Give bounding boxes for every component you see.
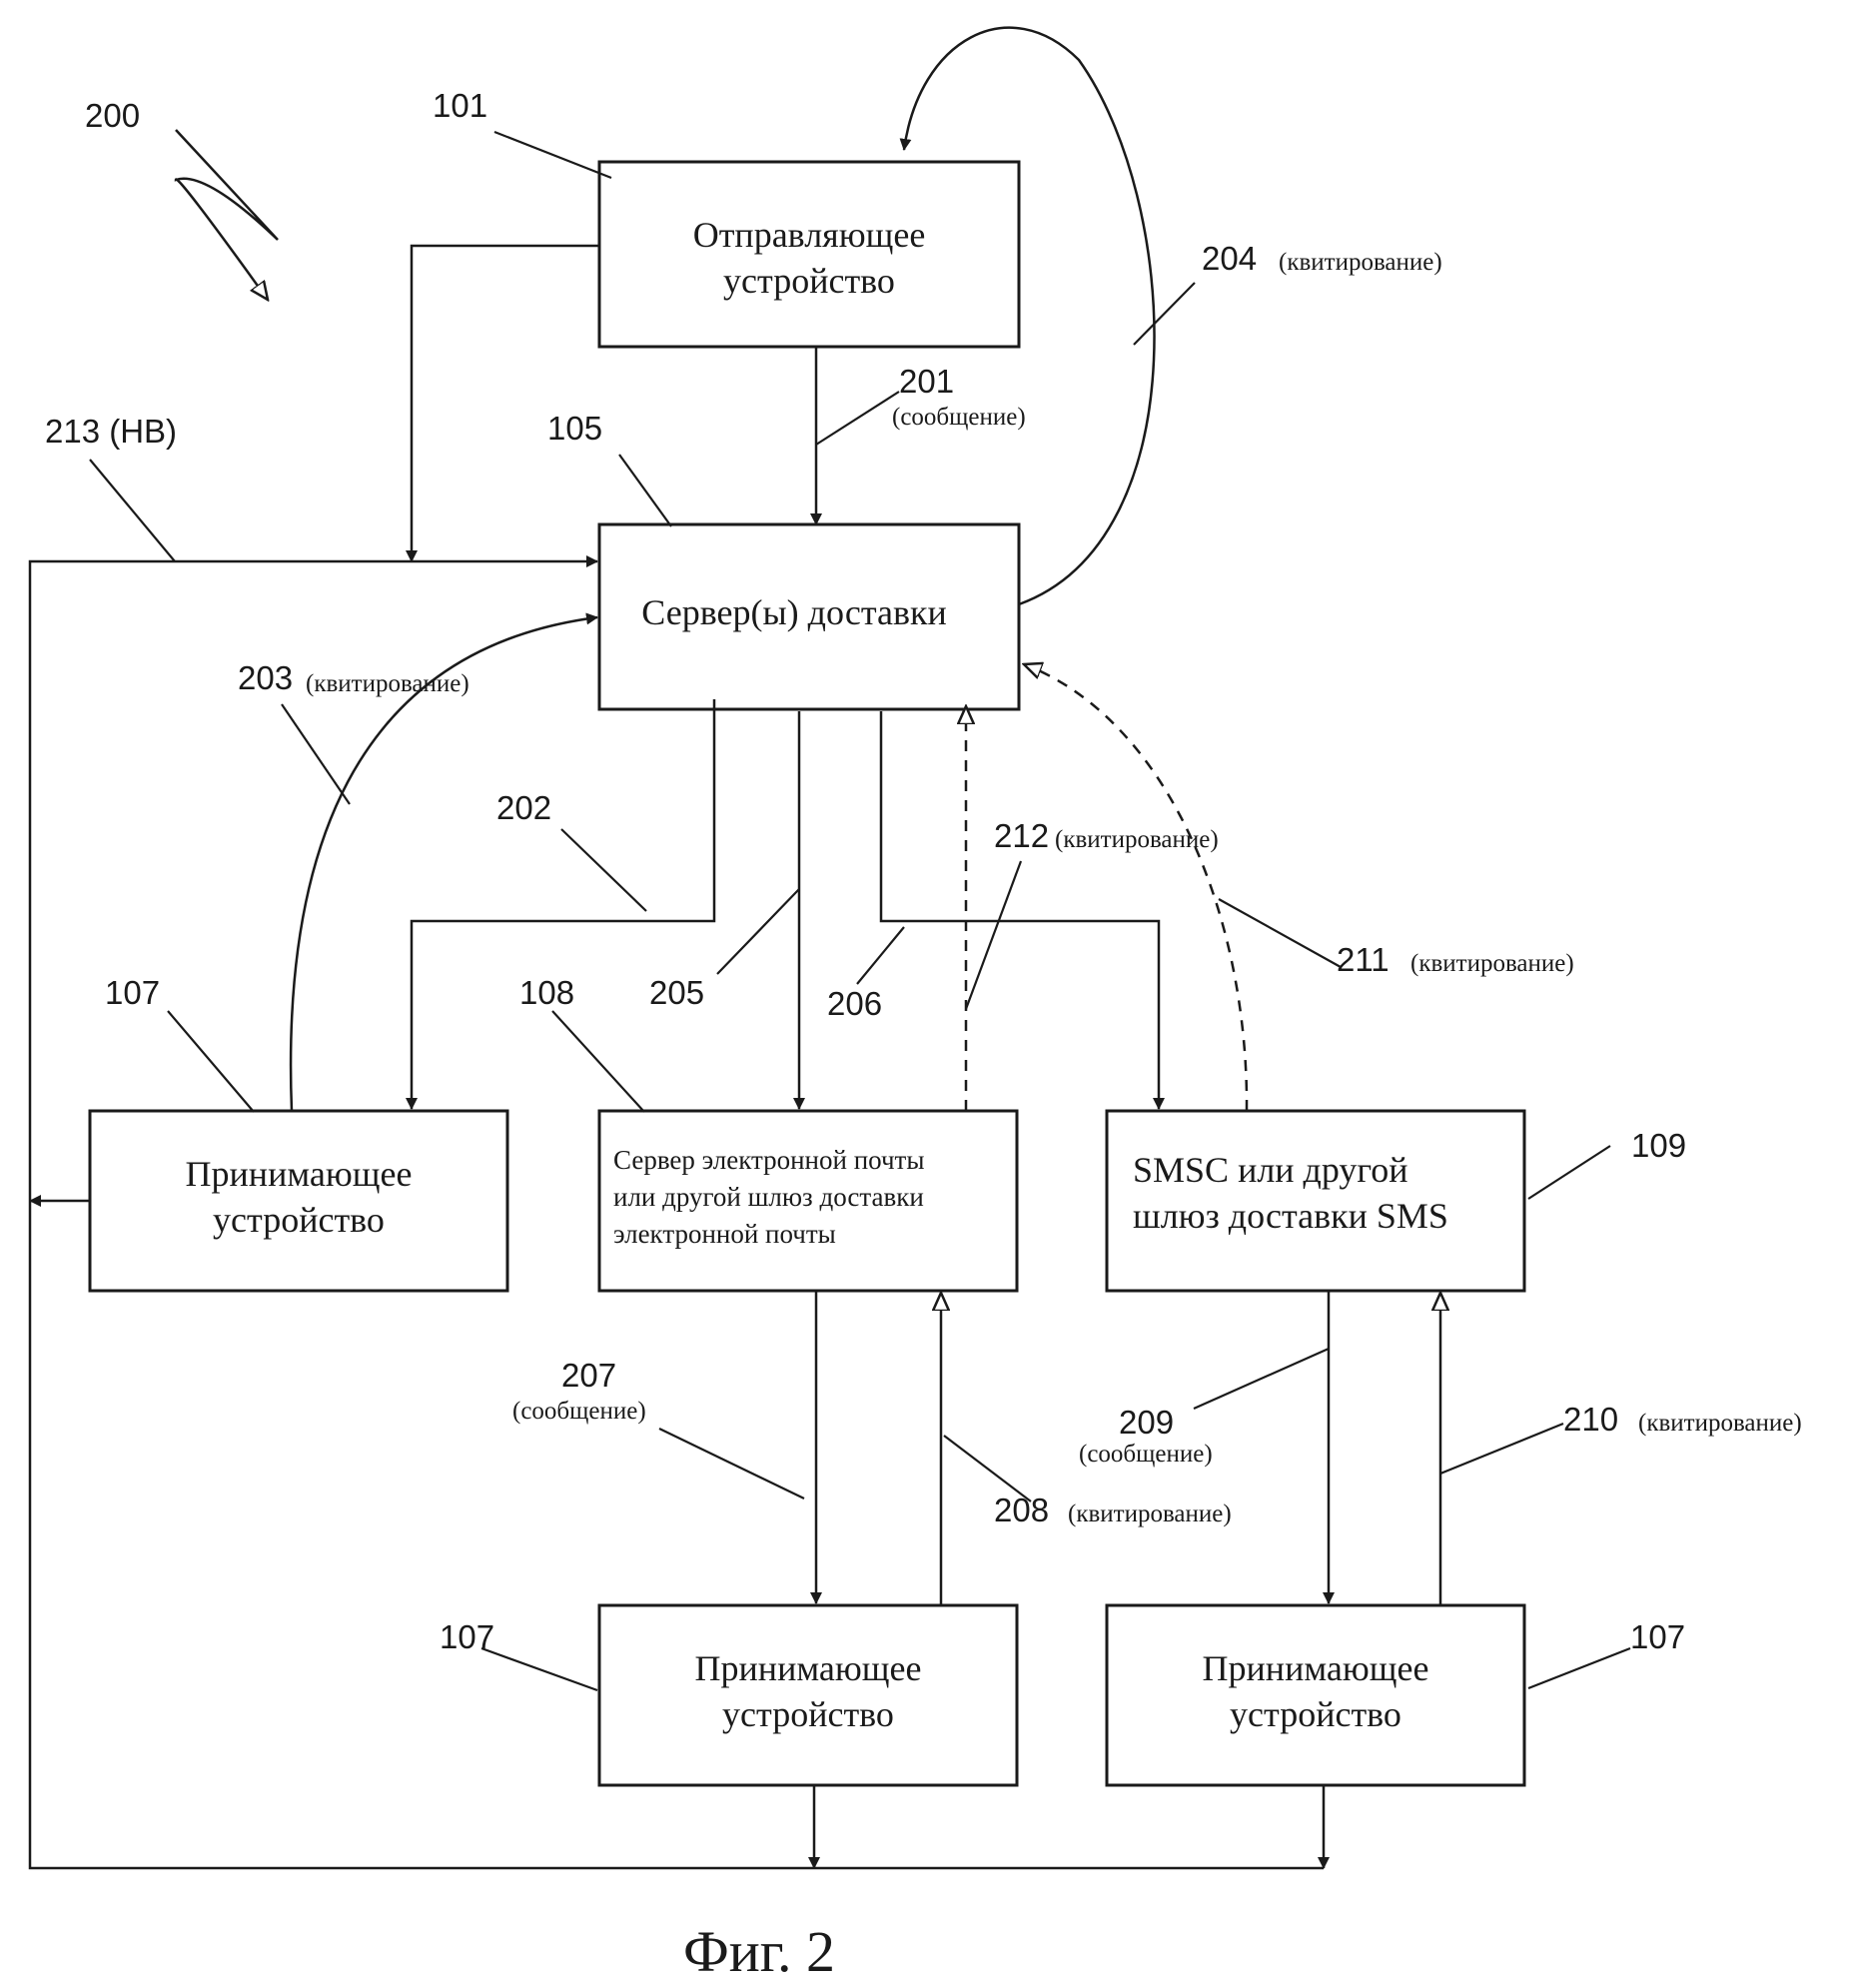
receiving-device-mid-label-2: устройство xyxy=(722,1694,894,1734)
flow-213-leader xyxy=(89,459,176,562)
receiving-device-left-label-1: Принимающее xyxy=(186,1154,413,1194)
flow-202-leader xyxy=(560,828,647,912)
flow-209-note: (сообщение) xyxy=(1079,1441,1213,1468)
leader-107-mid xyxy=(480,1646,598,1692)
sender-device-label-1: Отправляющее xyxy=(693,215,926,255)
ref-107-right: 107 xyxy=(1630,1618,1685,1655)
flow-204-loop-arrow xyxy=(899,26,1156,606)
sender-device-box: Отправляющее устройство xyxy=(597,160,1021,349)
ref-107-left: 107 xyxy=(105,974,160,1011)
flow-203-note: (квитирование) xyxy=(306,670,469,697)
flow-205-num: 205 xyxy=(649,974,704,1011)
flow-201-leader xyxy=(815,391,900,446)
leader-105 xyxy=(618,454,672,527)
flow-201-num: 201 xyxy=(899,363,954,400)
flow-203-arrow xyxy=(289,612,598,1112)
figure-caption: Фиг. 2 xyxy=(683,1919,835,1984)
flow-207-leader xyxy=(658,1428,805,1499)
diagram-number: 200 xyxy=(85,97,140,134)
smsc-label-2: шлюз доставки SMS xyxy=(1133,1196,1448,1236)
email-server-label-1: Сервер электронной почты xyxy=(613,1145,924,1175)
email-server-label-3: электронной почты xyxy=(613,1219,836,1249)
flow-208-num: 208 xyxy=(994,1491,1049,1528)
flow-208-leader xyxy=(943,1435,1032,1502)
ref-105: 105 xyxy=(547,410,602,447)
email-server-label-2: или другой шлюз доставки xyxy=(613,1182,924,1212)
flow-209-leader xyxy=(1193,1347,1330,1411)
flow-204-note: (квитирование) xyxy=(1279,249,1442,276)
flow-212-num: 212 xyxy=(994,817,1049,854)
flow-206-num: 206 xyxy=(827,985,882,1022)
flow-206-arrow xyxy=(879,711,1165,1110)
flow-212-note: (квитирование) xyxy=(1055,826,1219,853)
flow-213-label: 213 (НВ) xyxy=(45,413,177,450)
flow-201-note: (сообщение) xyxy=(892,404,1026,431)
flow-205-leader xyxy=(716,888,800,975)
leader-108 xyxy=(551,1010,645,1113)
receiving-device-left-label-2: устройство xyxy=(213,1200,385,1240)
flow-211-leader xyxy=(1218,898,1342,968)
ref-108: 108 xyxy=(519,974,574,1011)
smsc-label-1: SMSC или другой xyxy=(1133,1150,1408,1190)
flow-211-num: 211 xyxy=(1337,941,1390,978)
flow-206-leader xyxy=(856,926,905,985)
flow-212-leader xyxy=(964,860,1023,1010)
delivery-server-box: Сервер(ы) доставки xyxy=(597,522,1021,711)
flow-202-arrow xyxy=(406,699,716,1110)
flow-207-num: 207 xyxy=(561,1357,616,1394)
flow-210-num: 210 xyxy=(1563,1401,1618,1438)
leader-107-left xyxy=(167,1010,255,1113)
flow-210-note: (квитирование) xyxy=(1638,1410,1802,1437)
receiving-device-right-box: Принимающее устройство xyxy=(1105,1603,1526,1787)
delivery-server-label: Сервер(ы) доставки xyxy=(641,592,946,632)
flow-202-num: 202 xyxy=(496,789,551,826)
leader-109 xyxy=(1527,1145,1611,1200)
flow-204-num: 204 xyxy=(1202,240,1257,277)
receiving-device-left-box: Принимающее устройство xyxy=(88,1109,509,1293)
flow-208-note: (квитирование) xyxy=(1068,1500,1232,1527)
flow-203-leader xyxy=(281,703,351,805)
leader-101 xyxy=(493,130,612,180)
ref-109: 109 xyxy=(1631,1127,1686,1164)
flow-211-dashed-arrow xyxy=(1024,664,1249,1112)
receiving-device-right-label-1: Принимающее xyxy=(1203,1648,1429,1688)
receiving-device-mid-box: Принимающее устройство xyxy=(597,1603,1019,1787)
leader-107-right xyxy=(1527,1646,1631,1690)
flow-211-note: (квитирование) xyxy=(1410,950,1574,977)
email-server-box: Сервер электронной почты или другой шлюз… xyxy=(597,1109,1019,1293)
flow-203-num: 203 xyxy=(238,659,293,696)
sender-to-bus-arrow xyxy=(406,244,599,562)
flow-207-note: (сообщение) xyxy=(512,1398,646,1425)
sender-device-label-2: устройство xyxy=(723,261,895,301)
ref-101: 101 xyxy=(433,87,487,124)
smsc-box: SMSC или другой шлюз доставки SMS xyxy=(1105,1109,1526,1293)
flow-209-num: 209 xyxy=(1119,1404,1174,1441)
receiving-device-right-label-2: устройство xyxy=(1230,1694,1401,1734)
flow-210-leader xyxy=(1439,1422,1564,1476)
figure-pointer-arrow xyxy=(174,129,279,300)
flow-204-leader xyxy=(1133,282,1196,346)
receiving-device-mid-label-1: Принимающее xyxy=(695,1648,922,1688)
flow-213-bus-arrow xyxy=(28,555,1324,1870)
